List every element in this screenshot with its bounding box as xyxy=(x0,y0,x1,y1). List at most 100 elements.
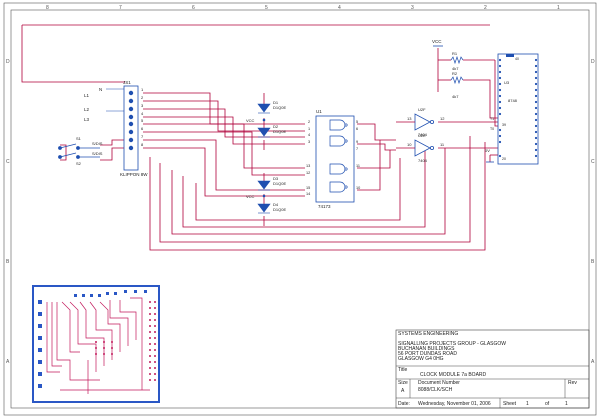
gate-pin: 1 xyxy=(308,127,310,131)
resistor-value: 4k7 xyxy=(452,66,459,71)
diode-ref: D1 xyxy=(273,100,279,105)
inverter-pin: 12 xyxy=(440,116,445,121)
resistors xyxy=(450,55,464,85)
connector-pin: 7 xyxy=(141,134,144,139)
inverter-u2f xyxy=(414,113,431,131)
address-line: GLASGOW G4 0HG xyxy=(398,356,444,362)
date-value: Wednesday, November 01, 2006 xyxy=(418,401,491,407)
diode-d4 xyxy=(257,203,271,213)
gate-ic-part: 74173 xyxy=(318,204,331,209)
drawing-title: CLOCK MODULE 7a BOARD xyxy=(420,372,487,378)
diode-ref: D3 xyxy=(273,176,279,181)
switch-part: S/DIS xyxy=(92,141,103,146)
connector-pin: 8 xyxy=(141,142,144,147)
connector-pin: 4 xyxy=(141,111,144,116)
rev-label: Rev xyxy=(568,380,577,386)
address-line: SIGNALLING PROJECTS GROUP - GLASGOW xyxy=(398,341,506,347)
gate-pin: 10 xyxy=(356,186,360,190)
gate-pin: 13 xyxy=(306,164,310,168)
frame-row-labels: D C B A D C B A xyxy=(6,59,595,365)
col-label: 5 xyxy=(265,5,268,11)
inverter-pin: 10 xyxy=(407,142,412,147)
sheet-total: 1 xyxy=(565,401,568,407)
row-label: A xyxy=(591,359,595,365)
switch-s2 xyxy=(58,152,100,159)
net-label: L1 xyxy=(84,93,90,98)
address-line: 56 PORT DUNDAS ROAD xyxy=(398,351,457,357)
cpu-part: 8748 xyxy=(508,98,518,103)
switch-part: S/DIS xyxy=(92,151,103,156)
vcc-supply: VCC xyxy=(432,39,443,47)
address-line: BUCHANAN BUILDINGS xyxy=(398,346,455,352)
gate-pin: 11 xyxy=(356,164,360,168)
switch-ref: S2 xyxy=(76,161,82,166)
diode-d1 xyxy=(257,103,271,113)
col-label: 7 xyxy=(119,5,122,11)
row-label: C xyxy=(6,159,10,165)
inverters xyxy=(396,113,434,157)
inverter-ref: U2E xyxy=(418,133,426,138)
diode-ref: D2 xyxy=(273,124,279,129)
vcc-label: VCC xyxy=(246,118,255,123)
connector-ref: JS1 xyxy=(123,80,131,85)
diode-part: D1Q0E xyxy=(273,207,286,212)
row-label: C xyxy=(591,159,595,165)
ground-label: 0V xyxy=(485,148,490,153)
company-name: SYSTEMS ENGINEERING xyxy=(398,331,458,337)
col-label: 1 xyxy=(557,5,560,11)
col-label: 4 xyxy=(338,5,341,11)
connector-pin: 2 xyxy=(141,95,144,100)
connector-pin: 3 xyxy=(141,103,144,108)
connector-pin: 1 xyxy=(141,87,144,92)
gate-pin: 15 xyxy=(306,186,310,190)
pcb-traces xyxy=(46,297,150,394)
docnum-label: Document Number xyxy=(418,380,460,386)
wires xyxy=(21,24,498,251)
diode-part: D1Q0E xyxy=(273,181,286,186)
resistor-ref: R1 xyxy=(452,51,458,56)
ground-0v: 0V xyxy=(485,148,494,163)
sheet-label: Sheet xyxy=(503,401,517,407)
col-label: 2 xyxy=(484,5,487,11)
sheet-number: 1 xyxy=(526,401,529,407)
pcb-board xyxy=(32,285,160,403)
row-label: B xyxy=(591,259,595,265)
pcb-layout-preview xyxy=(32,285,160,403)
connector-js1: JS1 KLIPPON 8W 1 2 3 4 5 6 7 8 xyxy=(120,80,148,177)
row-label: B xyxy=(6,259,10,265)
connector-pin: 6 xyxy=(141,126,144,131)
gate-pin: 12 xyxy=(306,171,310,175)
net-label: N xyxy=(99,87,102,92)
gate-pin: 5 xyxy=(356,120,358,124)
inverter-ref: U2F xyxy=(418,107,426,112)
col-label: 3 xyxy=(411,5,414,11)
connector-part: KLIPPON 8W xyxy=(120,172,148,177)
resistor-r2 xyxy=(450,75,464,85)
diode-d3 xyxy=(257,180,271,190)
drawing-frame xyxy=(3,2,597,416)
inverter-part: 7404 xyxy=(418,158,428,163)
date-label: Date: xyxy=(398,401,410,407)
diode-ref: D4 xyxy=(273,202,279,207)
gate-ic-ref: U1 xyxy=(316,109,322,114)
gate-pin: 4 xyxy=(308,133,310,137)
pcb-pads xyxy=(38,290,147,388)
cpu-pin: 39 xyxy=(502,123,506,127)
connector-pin: 5 xyxy=(141,118,144,123)
switch-s1 xyxy=(58,143,100,150)
gate-pin: 9 xyxy=(356,140,358,144)
frame-col-labels: 8 7 6 5 4 3 2 1 xyxy=(46,5,560,11)
resistor-ref: R2 xyxy=(452,71,458,76)
cpu-ref: U3 xyxy=(504,80,510,85)
cpu-pin-label: T1 xyxy=(490,117,494,121)
cpu-pin: 40 xyxy=(515,57,519,61)
gate-ic-body xyxy=(315,115,355,203)
pcb-ic-pins xyxy=(95,301,156,381)
gate-pin: 14 xyxy=(306,192,310,196)
net-labels: L1 N L2 L3 xyxy=(84,87,124,122)
diodes xyxy=(257,103,271,214)
inverter-pin: 11 xyxy=(440,142,445,147)
gate-pin: 6 xyxy=(356,127,358,131)
cpu-pin-label: T0 xyxy=(490,127,494,131)
